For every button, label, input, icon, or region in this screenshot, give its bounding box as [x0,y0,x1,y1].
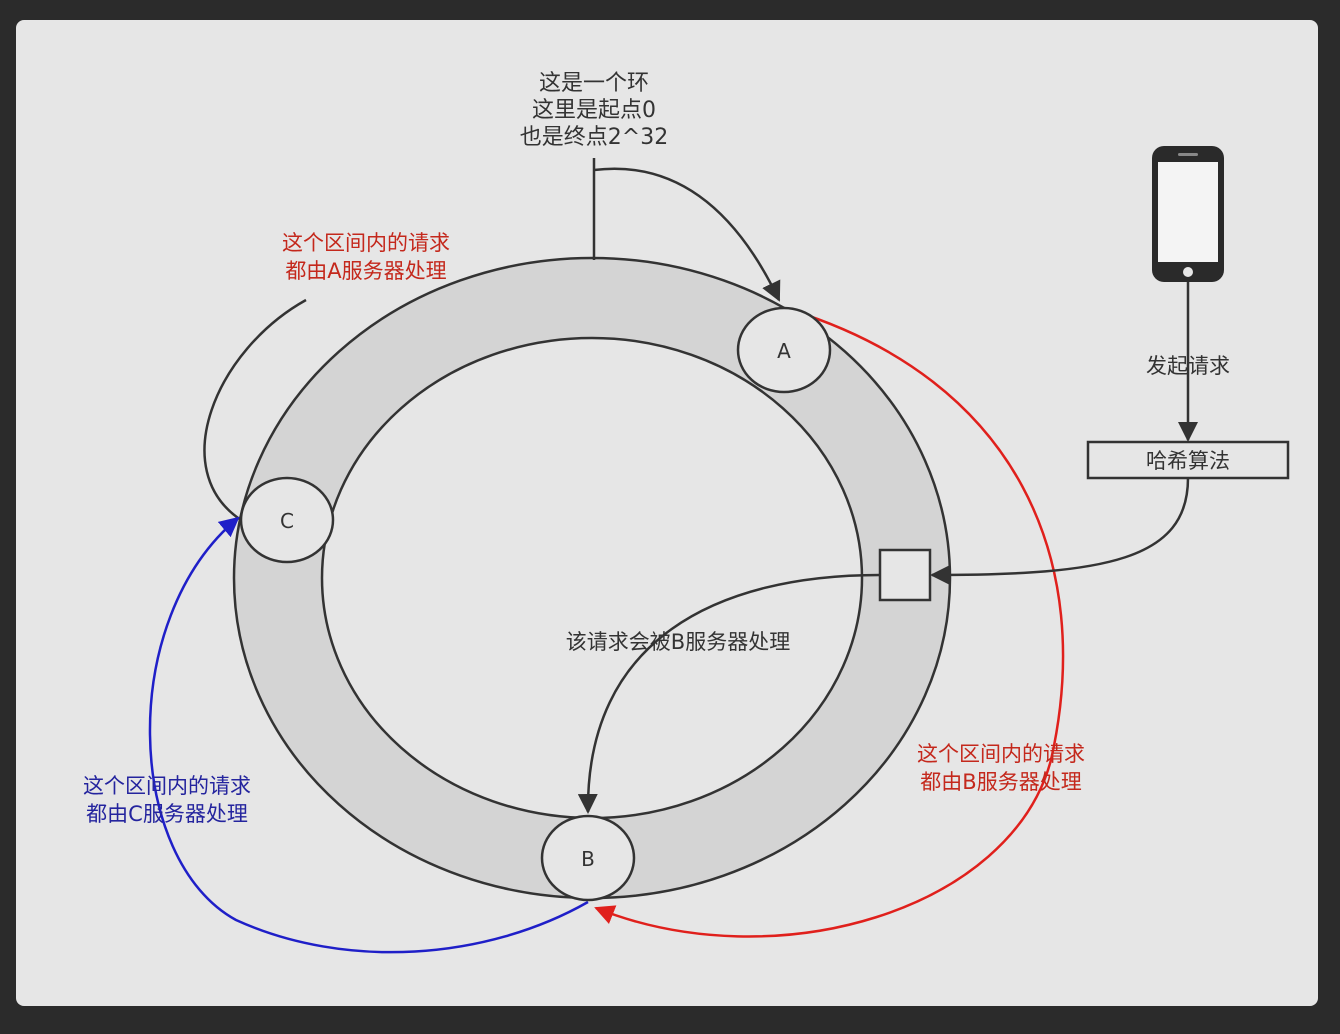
consistent-hash-ring-diagram: A B C 这是一个环 这里是起点0 也是终点2^32 这个区间内的请求 都由A… [83,71,1290,954]
range-a-line-1: 这个区间内的请求 [282,231,450,255]
node-c: C [239,476,335,564]
node-c-label: C [280,509,294,533]
range-b-arrow [594,308,1065,938]
range-c-arrow [148,516,589,954]
range-c-line-1: 这个区间内的请求 [83,774,251,798]
range-c-label: 这个区间内的请求 都由C服务器处理 [83,774,251,826]
hash-to-ring-arrow [930,477,1190,585]
title-line-2: 这里是起点0 [532,98,656,123]
title-line-1: 这是一个环 [539,71,649,96]
range-a-label: 这个区间内的请求 都由A服务器处理 [282,231,450,283]
ring-start-arrow [593,167,781,302]
request-label: 发起请求 [1146,354,1230,378]
range-a-line-2: 都由A服务器处理 [285,259,446,283]
handled-by-b-label: 该请求会被B服务器处理 [566,630,790,654]
hash-label: 哈希算法 [1146,449,1230,473]
request-hash-point [878,548,932,602]
title-line-3: 也是终点2^32 [520,125,668,150]
node-b: B [540,814,636,902]
ring-title-note: 这是一个环 这里是起点0 也是终点2^32 [520,71,668,150]
hash-ring [232,256,952,900]
diagram-canvas: A B C 这是一个环 这里是起点0 也是终点2^32 这个区间内的请求 都由A… [16,20,1318,1006]
range-b-line-1: 这个区间内的请求 [917,742,1085,766]
range-b-line-2: 都由B服务器处理 [920,770,1081,794]
phone-icon [1152,146,1224,282]
node-a: A [736,306,832,394]
range-b-label: 这个区间内的请求 都由B服务器处理 [917,742,1085,794]
hash-algorithm-box: 哈希算法 [1086,440,1290,480]
node-b-label: B [581,847,595,871]
point-to-b-arrow [577,573,881,814]
range-c-line-2: 都由C服务器处理 [86,802,248,826]
node-a-label: A [777,339,791,363]
range-a-arrow [203,298,307,522]
